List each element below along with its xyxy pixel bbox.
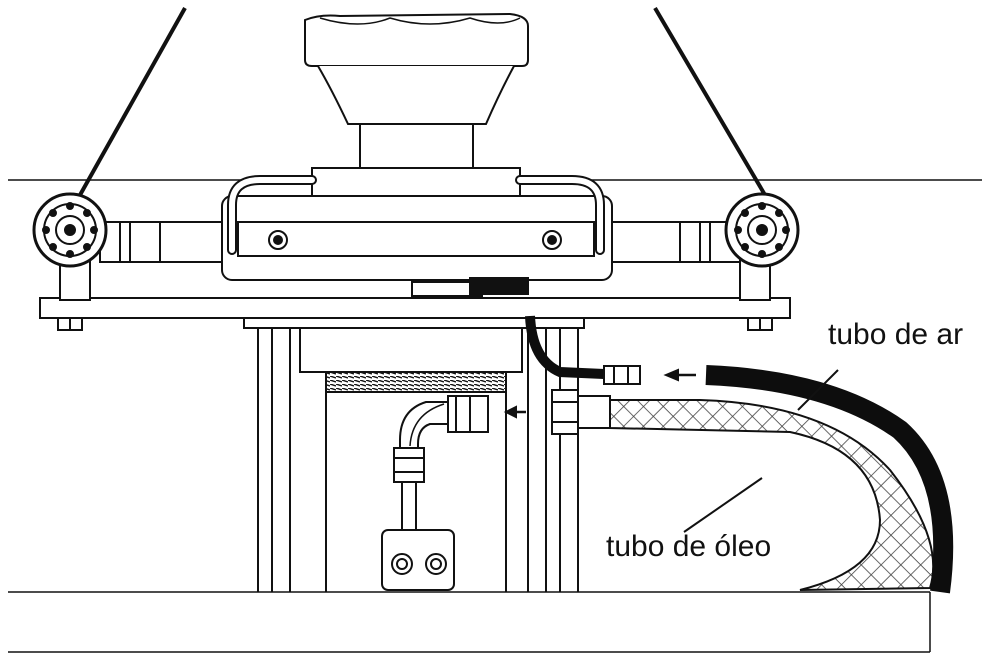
- air-hose: [705, 365, 954, 594]
- bearing-icon: [32, 192, 108, 268]
- cap-stem: [359, 123, 474, 169]
- cap-neck: [317, 65, 515, 125]
- cylinder-top: [299, 327, 523, 373]
- air-hose-upper: [525, 315, 605, 379]
- oil-hose-label: tubo de óleo: [606, 530, 771, 563]
- air-hose-label: tubo de ar: [828, 318, 963, 351]
- screw-icon: [268, 230, 288, 250]
- nut-icon: [747, 317, 773, 331]
- arrow-left-icon: [503, 405, 526, 419]
- screw-icon: [542, 230, 562, 250]
- main-plate: [39, 297, 791, 319]
- oil-hose: [609, 399, 935, 591]
- bearing-icon: [724, 192, 800, 268]
- nut-icon: [57, 317, 83, 331]
- top-cap: [304, 12, 529, 67]
- left-cable: [78, 7, 187, 196]
- cylinder-thread: [325, 371, 507, 393]
- arrow-left-icon: [663, 368, 696, 382]
- right-cable: [653, 6, 767, 197]
